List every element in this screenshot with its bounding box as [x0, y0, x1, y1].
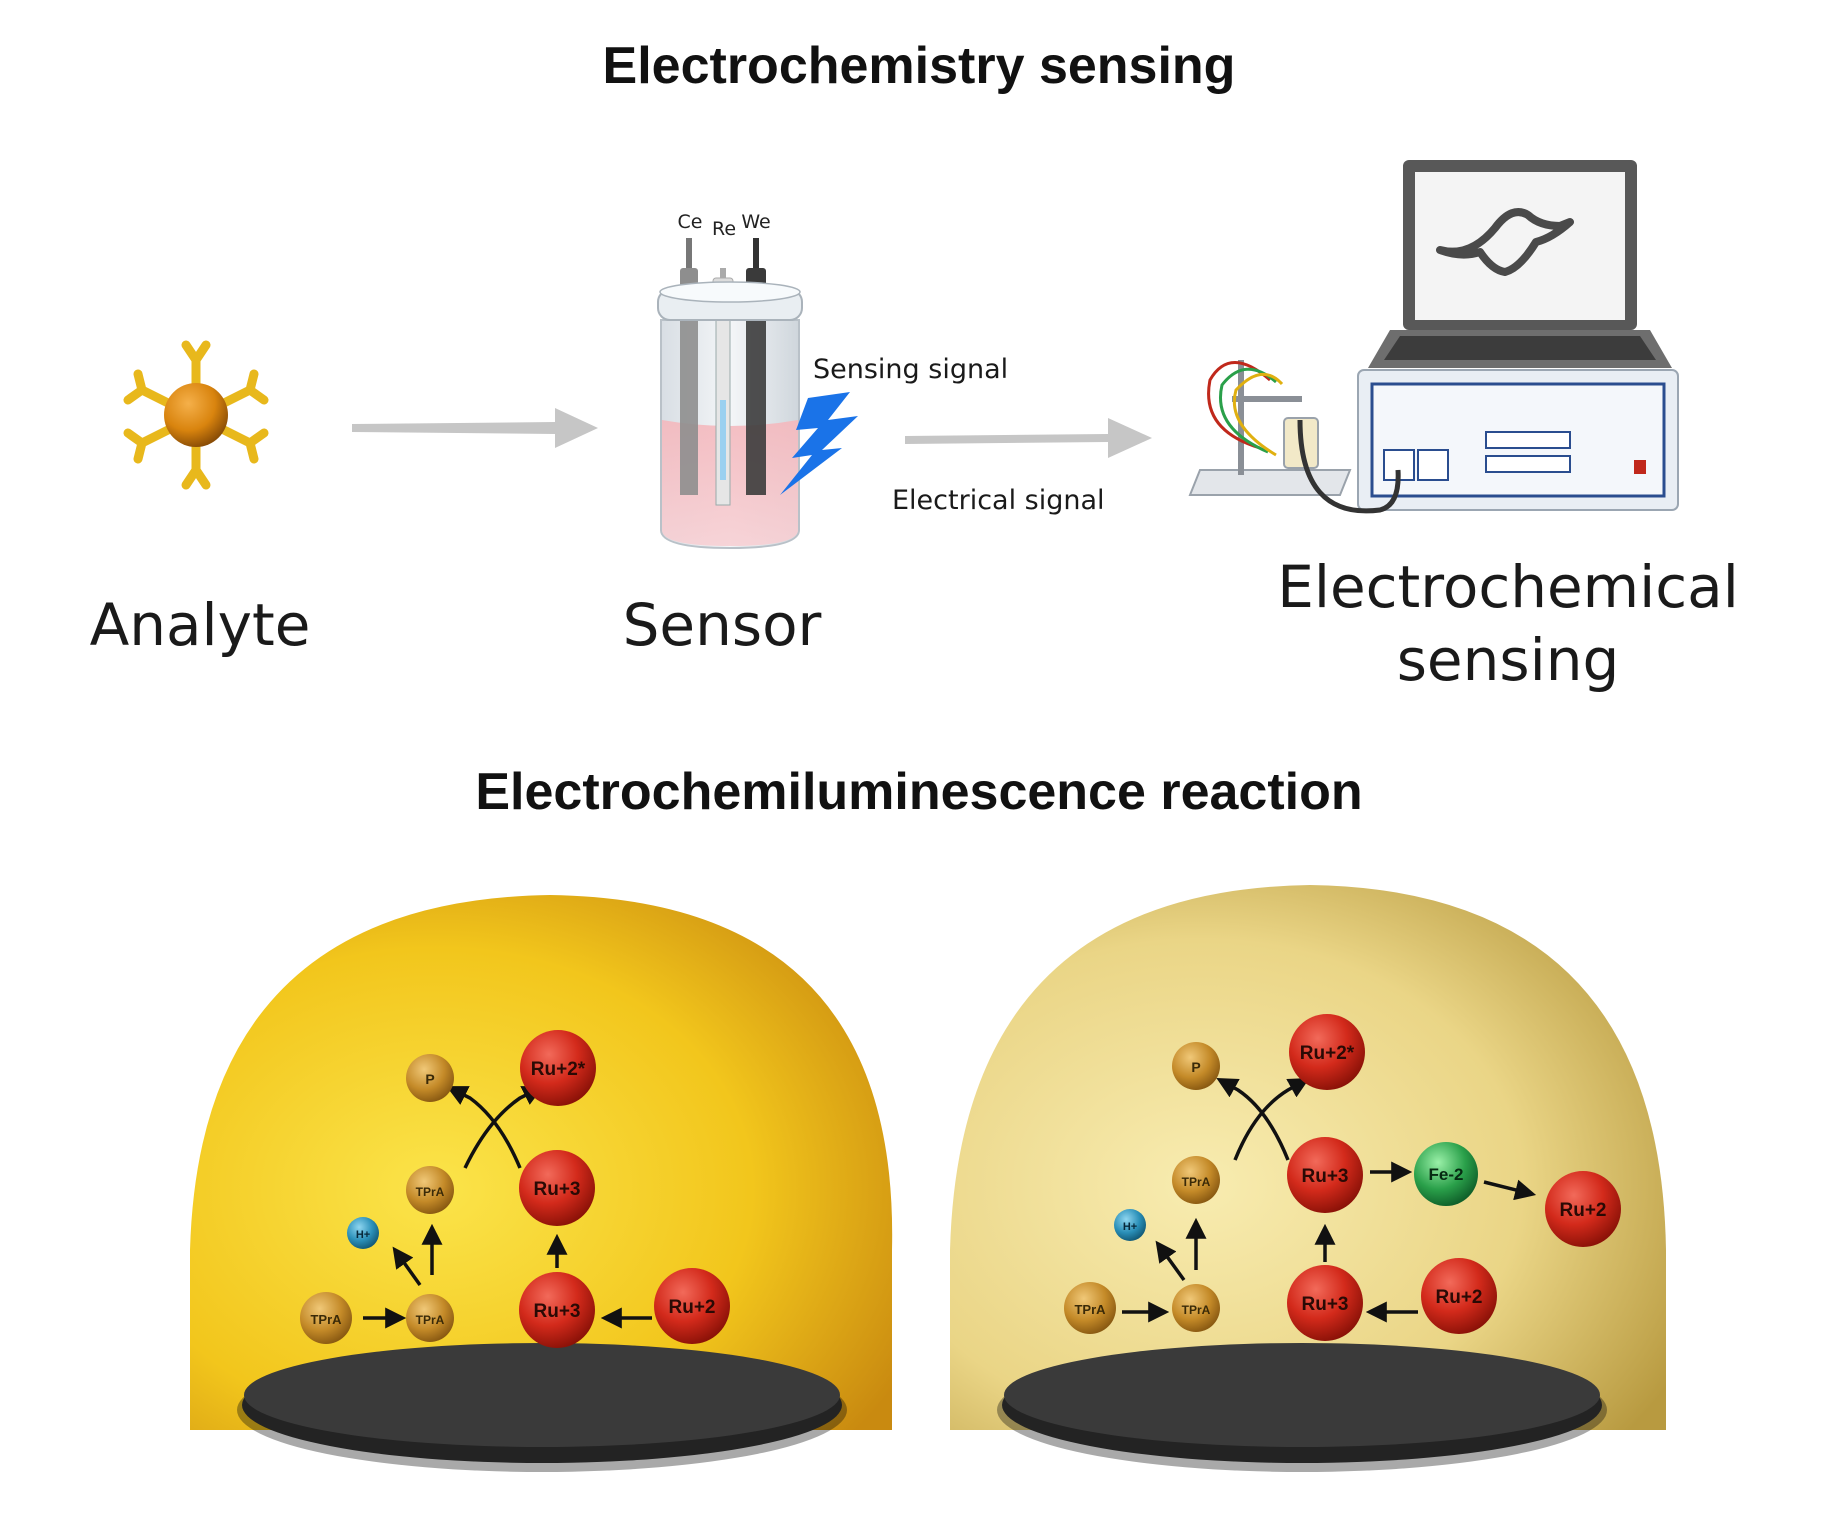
- analyte-label: Analyte: [90, 591, 311, 659]
- svg-text:Ru+3: Ru+3: [534, 1179, 581, 1200]
- left-ru2-molecule: Ru+2: [654, 1268, 730, 1344]
- right-ru2-top-molecule: Ru+2*: [1289, 1014, 1365, 1090]
- svg-text:Ru+3: Ru+3: [1302, 1166, 1349, 1187]
- left-tpra-cation-molecule: TPrA: [406, 1294, 454, 1342]
- flow-arrow-2: [905, 418, 1152, 458]
- right-h-ion: H+: [1114, 1209, 1146, 1241]
- right-reaction-arrows: [1122, 1077, 1537, 1323]
- right-ru2-right-molecule: Ru+2: [1545, 1171, 1621, 1247]
- left-tpra-molecule: TPrA: [300, 1292, 352, 1344]
- right-ru3-lower-molecule: Ru+3: [1287, 1265, 1363, 1341]
- svg-text:TPrA: TPrA: [310, 1312, 342, 1327]
- left-tpra-radical-molecule: TPrA: [406, 1166, 454, 1214]
- electrode-label-we: We: [741, 211, 770, 233]
- svg-text:Fe-2: Fe-2: [1429, 1165, 1464, 1184]
- electrical-signal-label: Electrical signal: [892, 485, 1105, 516]
- svg-text:Ru+3: Ru+3: [534, 1301, 581, 1322]
- electrochemical-cell-icon: [657, 238, 803, 550]
- electrode-label-re: Re: [712, 218, 736, 240]
- right-tpra-radical-molecule: TPrA: [1172, 1156, 1220, 1204]
- svg-text:TPrA: TPrA: [416, 1185, 445, 1199]
- right-ru2-molecule: Ru+2: [1421, 1258, 1497, 1334]
- sensor-label: Sensor: [623, 591, 822, 659]
- right-tpra-cation-molecule: TPrA: [1172, 1284, 1220, 1332]
- svg-text:Ru+2*: Ru+2*: [1300, 1043, 1355, 1064]
- svg-text:H+: H+: [356, 1229, 370, 1241]
- left-ru3-upper-molecule: Ru+3: [519, 1150, 595, 1226]
- left-h-ion: H+: [347, 1217, 379, 1249]
- svg-text:Ru+3: Ru+3: [1302, 1294, 1349, 1315]
- left-ru2-top-molecule: Ru+2*: [520, 1030, 596, 1106]
- right-ru3-upper-molecule: Ru+3: [1287, 1137, 1363, 1213]
- bottom-title: Electrochemiluminescence reaction: [475, 763, 1362, 821]
- lightning-bolt-icon: [780, 392, 858, 495]
- instrument-label-line2: sensing: [1397, 626, 1620, 694]
- svg-text:TPrA: TPrA: [1182, 1303, 1211, 1317]
- right-fe-ion: Fe-2: [1414, 1142, 1478, 1206]
- right-tpra-molecule: TPrA: [1064, 1282, 1116, 1334]
- sensing-signal-label: Sensing signal: [813, 354, 1008, 385]
- svg-text:TPrA: TPrA: [1182, 1175, 1211, 1189]
- top-title: Electrochemistry sensing: [603, 37, 1236, 95]
- svg-text:P: P: [1191, 1059, 1200, 1075]
- svg-text:Ru+2: Ru+2: [1560, 1200, 1607, 1221]
- right-p-molecule: P: [1172, 1042, 1220, 1090]
- instrument-label-line1: Electrochemical: [1277, 553, 1739, 621]
- analyte-antigen-icon: [123, 340, 269, 490]
- left-p-molecule: P: [406, 1054, 454, 1102]
- svg-text:H+: H+: [1123, 1221, 1137, 1233]
- svg-text:Ru+2: Ru+2: [669, 1297, 716, 1318]
- flow-arrow-1: [352, 408, 598, 448]
- svg-text:P: P: [425, 1071, 434, 1087]
- left-ru3-lower-molecule: Ru+3: [519, 1272, 595, 1348]
- potentiostat-laptop-icon: [1188, 160, 1679, 514]
- svg-text:Ru+2*: Ru+2*: [531, 1059, 586, 1080]
- svg-text:TPrA: TPrA: [1074, 1302, 1106, 1317]
- electrode-label-ce: Ce: [678, 211, 703, 233]
- svg-text:Ru+2: Ru+2: [1436, 1287, 1483, 1308]
- left-reaction-arrows: [363, 1086, 652, 1329]
- svg-text:TPrA: TPrA: [416, 1313, 445, 1327]
